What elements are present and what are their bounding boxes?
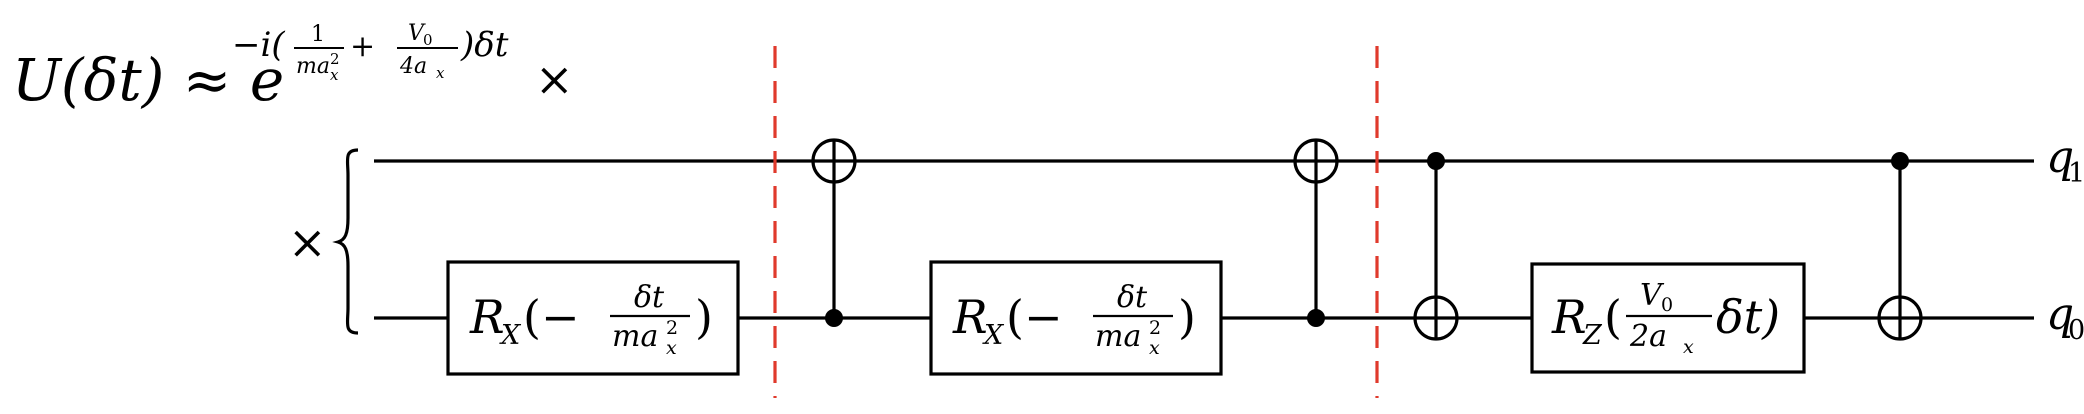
exponent-plus: + bbox=[350, 29, 375, 64]
rx-gate-2-op: R bbox=[952, 290, 988, 344]
rx-gate-2-den: ma bbox=[1095, 319, 1141, 354]
rx-gate-2-close: ) bbox=[1178, 290, 1196, 344]
rz-gate-box bbox=[1530, 262, 1806, 374]
qubit-label-q0: q 0 bbox=[2046, 289, 2084, 346]
rx-gate-2-num: δt bbox=[1117, 280, 1148, 315]
cnot-2-control-dot bbox=[1307, 309, 1325, 327]
cnot-4-control-dot bbox=[1891, 152, 1909, 170]
rx-gate-2: R X (− δt ma 2 x ) bbox=[929, 260, 1223, 376]
rx-gate-1-open: (− bbox=[523, 290, 580, 344]
rz-gate-op: R bbox=[1551, 290, 1587, 344]
rx-gate-1: R X (− δt ma 2 x ) bbox=[446, 260, 740, 376]
rx-gate-1-den-sup: 2 bbox=[666, 317, 678, 339]
rz-gate-open: ( bbox=[1604, 290, 1622, 344]
exponent-frac1-den-sup: 2 bbox=[330, 50, 340, 68]
qubit-label-q1: q 1 bbox=[2046, 132, 2084, 189]
cnot-gate-2 bbox=[1293, 138, 1339, 327]
rx-gate-2-box bbox=[929, 260, 1223, 376]
equation-times: × bbox=[535, 52, 574, 106]
rx-gate-1-box bbox=[446, 260, 740, 376]
rx-gate-1-num: δt bbox=[634, 280, 665, 315]
equation-lhs: U(δt) ≈ e bbox=[12, 46, 284, 114]
exponent-frac1-den: ma bbox=[296, 54, 330, 79]
rz-gate-sub: Z bbox=[1582, 320, 1603, 351]
qubit-label-q0-letter: q bbox=[2046, 289, 2074, 340]
exponent-frac1-num: 1 bbox=[311, 22, 325, 47]
qubit-label-q0-index: 0 bbox=[2068, 315, 2084, 346]
cnot-gate-1 bbox=[811, 138, 857, 327]
rx-gate-1-den: ma bbox=[612, 319, 658, 354]
rz-gate-num-sub: 0 bbox=[1661, 294, 1673, 316]
qubit-label-q1-index: 1 bbox=[2068, 158, 2084, 189]
exponent-frac2-den: 4a bbox=[399, 54, 427, 79]
qubit-label-q1-letter: q bbox=[2046, 132, 2074, 183]
cnot-gate-3 bbox=[1413, 152, 1459, 341]
rx-gate-1-sub: X bbox=[499, 320, 522, 351]
rx-gate-1-op: R bbox=[469, 290, 505, 344]
rz-gate: R Z ( V 0 2a x δt) bbox=[1530, 262, 1806, 374]
equation: U(δt) ≈ e −i( 1 ma 2 x + V 0 4a x )δt × bbox=[12, 21, 574, 114]
rz-gate-den-sub: x bbox=[1683, 336, 1694, 358]
exponent-prefix: −i( bbox=[232, 25, 285, 65]
rz-gate-tail: δt) bbox=[1716, 290, 1780, 344]
rx-gate-2-open: (− bbox=[1006, 290, 1063, 344]
rx-gate-1-close: ) bbox=[695, 290, 713, 344]
rz-gate-num: V bbox=[1640, 278, 1665, 313]
rx-gate-2-den-sub: x bbox=[1149, 337, 1160, 359]
left-brace bbox=[332, 148, 359, 335]
rx-gate-2-den-sup: 2 bbox=[1149, 317, 1161, 339]
cnot-1-control-dot bbox=[825, 309, 843, 327]
exponent-frac2-num-sub: 0 bbox=[423, 31, 433, 49]
rx-gate-2-sub: X bbox=[982, 320, 1005, 351]
cnot-gate-4 bbox=[1877, 152, 1923, 341]
rz-gate-den: 2a bbox=[1629, 319, 1667, 354]
exponent-frac1-den-sub: x bbox=[330, 66, 339, 84]
exponent-suffix: )δt bbox=[460, 25, 509, 65]
brace-times: × bbox=[288, 215, 327, 269]
rx-gate-1-den-sub: x bbox=[666, 337, 677, 359]
cnot-3-control-dot bbox=[1427, 152, 1445, 170]
exponent-frac2-den-sub: x bbox=[436, 64, 445, 82]
exponent-frac2-num: V bbox=[408, 21, 426, 46]
